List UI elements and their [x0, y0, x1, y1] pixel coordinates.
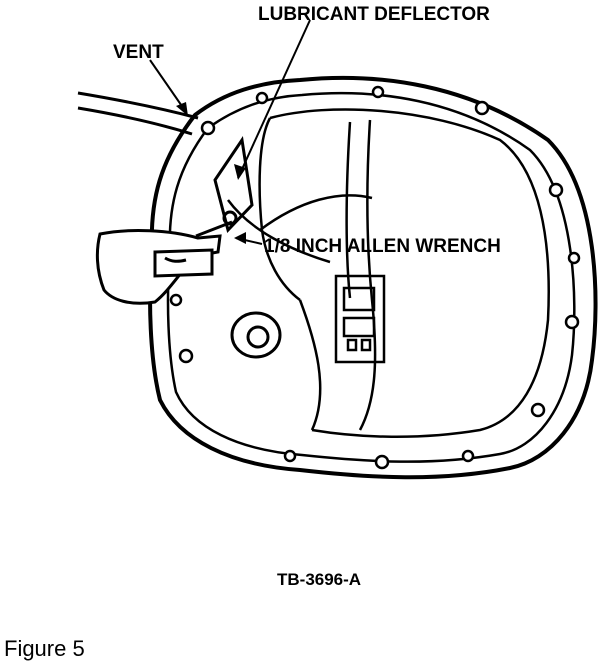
figure-caption: Figure 5 — [4, 636, 85, 661]
lubricant-deflector-label: LUBRICANT DEFLECTOR — [258, 4, 490, 25]
drawing-id: TB-3696-A — [277, 570, 361, 589]
leader-lines — [149, 19, 311, 245]
fill-plug — [230, 311, 282, 359]
cover-flange-outer — [148, 75, 598, 480]
center-plate — [334, 274, 386, 364]
vent-label: VENT — [113, 42, 164, 63]
hand-with-wrench — [95, 220, 233, 305]
lubricant-deflector — [213, 135, 254, 233]
cover-flange-inner — [166, 91, 576, 463]
allen-wrench-label: 1/8 INCH ALLEN WRENCH — [264, 236, 501, 257]
cover-stamping — [226, 108, 550, 438]
leader-arrowheads — [176, 102, 246, 244]
vent-tube — [77, 91, 199, 136]
cover-bolts — [169, 85, 581, 470]
